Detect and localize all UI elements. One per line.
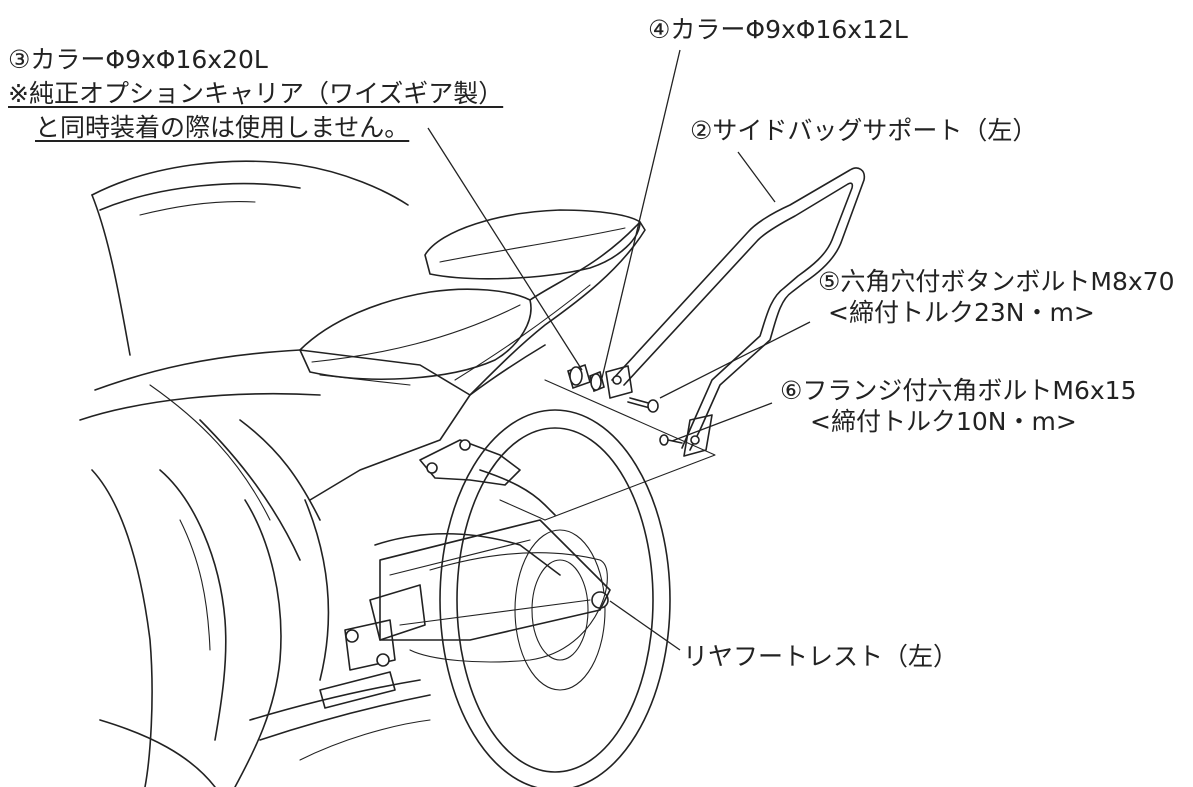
footpeg-and-linkage	[249, 671, 431, 761]
side-bag-support-label: ②サイドバッグサポート（左）	[690, 116, 1038, 145]
button-bolt-label: ⑤六角穴付ボタンボルトM8x70 <締付トルク23N・m>	[818, 268, 1175, 327]
rear-wheel	[439, 409, 671, 787]
collar-20-note-line2: と同時装着の際は使用しません。	[35, 113, 410, 142]
button-bolt-name: ⑤六角穴付ボタンボルトM8x70	[818, 267, 1175, 296]
flange-bolt-m6x15	[659, 434, 683, 446]
seat	[299, 209, 646, 396]
side-bag-support	[605, 167, 866, 457]
collar-20-label: ③カラーΦ9xΦ16x20L ※純正オプションキャリア（ワイズギア製） と同時装…	[8, 46, 503, 142]
motorcycle-bodywork	[79, 160, 471, 787]
button-bolt-torque: <締付トルク23N・m>	[828, 298, 1095, 327]
swingarm-and-chain	[344, 519, 611, 671]
collar-20l	[567, 363, 591, 390]
flange-bolt-torque: <締付トルク10N・m>	[810, 407, 1077, 436]
leader-lines	[427, 49, 811, 651]
flange-bolt-label: ⑥フランジ付六角ボルトM6x15 <締付トルク10N・m>	[780, 377, 1137, 436]
button-bolt-m8x70	[627, 397, 659, 413]
rear-frame-bracket	[419, 379, 716, 521]
collar-12-label: ④カラーΦ9xΦ16x12L	[648, 15, 908, 44]
collar-12l	[589, 370, 605, 393]
flange-bolt-name: ⑥フランジ付六角ボルトM6x15	[780, 376, 1137, 405]
collar-20-note-line1: ※純正オプションキャリア（ワイズギア製）	[8, 79, 504, 108]
collar-20-name: ③カラーΦ9xΦ16x20L	[8, 45, 268, 74]
rear-footrest-label: リヤフートレスト（左）	[683, 642, 959, 671]
